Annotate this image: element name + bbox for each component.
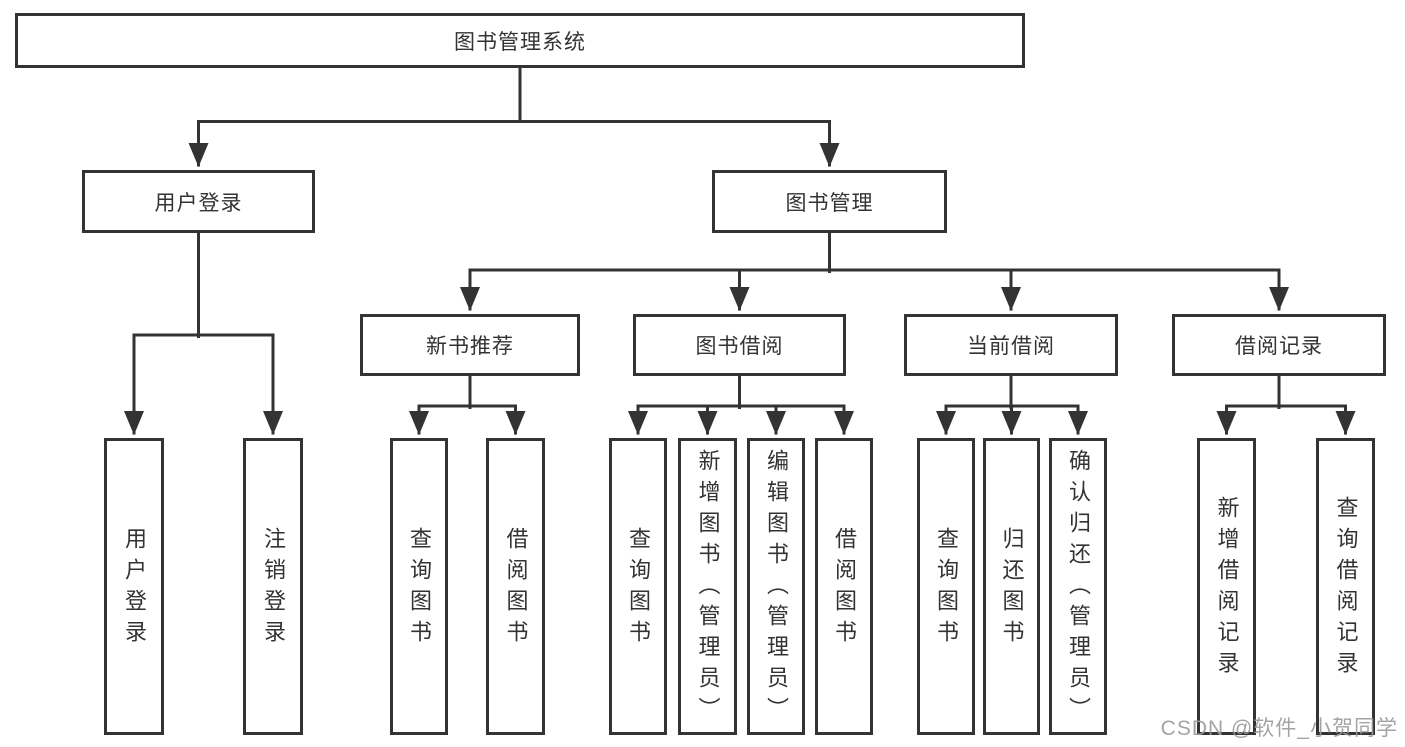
leaf-add-borrow-record: 新增借阅记录 — [1197, 438, 1256, 735]
node-new-book-recommendation: 新书推荐 — [360, 314, 580, 376]
leaf-borrow-books-recommend: 借阅图书 — [486, 438, 545, 735]
csdn-watermark: CSDN @软件_小贺同学 — [1160, 717, 1398, 740]
node-current-borrowing: 当前借阅 — [904, 314, 1118, 376]
leaf-logout: 注销登录 — [243, 438, 303, 735]
node-user-login: 用户登录 — [82, 170, 315, 233]
leaf-borrow-books: 借阅图书 — [815, 438, 873, 735]
leaf-edit-books-admin: 编辑图书（管理员） — [747, 438, 805, 735]
leaf-query-books-recommend: 查询图书 — [390, 438, 448, 735]
node-borrowing-records: 借阅记录 — [1172, 314, 1386, 376]
node-library-management-system: 图书管理系统 — [15, 13, 1025, 68]
node-book-management: 图书管理 — [712, 170, 947, 233]
tree-connectors — [124, 66, 1356, 435]
leaf-query-books-current: 查询图书 — [917, 438, 975, 735]
leaf-query-books-borrowing: 查询图书 — [609, 438, 667, 735]
leaf-return-books: 归还图书 — [983, 438, 1040, 735]
leaf-add-books-admin: 新增图书（管理员） — [678, 438, 737, 735]
leaf-query-borrow-record: 查询借阅记录 — [1316, 438, 1375, 735]
node-book-borrowing: 图书借阅 — [633, 314, 846, 376]
leaf-confirm-return-admin: 确认归还（管理员） — [1049, 438, 1107, 735]
leaf-user-login: 用户登录 — [104, 438, 164, 735]
